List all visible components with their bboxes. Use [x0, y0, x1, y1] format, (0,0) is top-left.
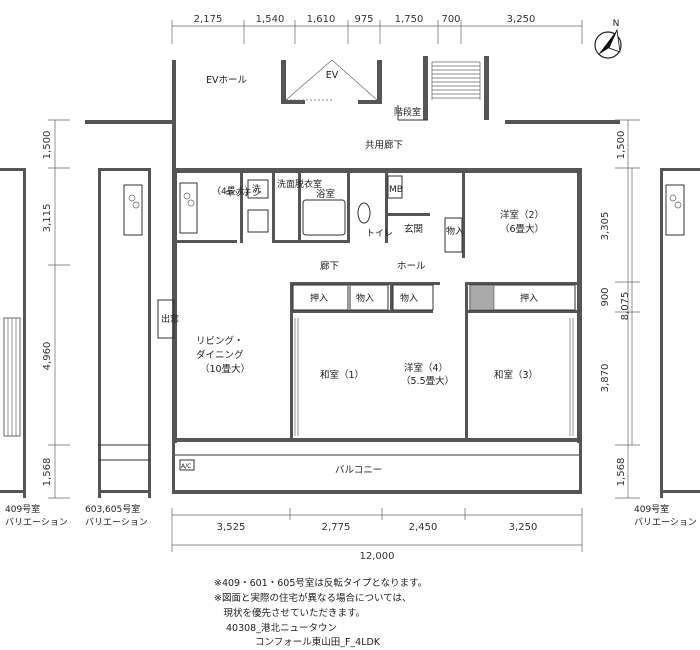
mb-label: MB	[389, 185, 403, 195]
washitsu3-label: 和室（3）	[494, 369, 538, 381]
variation-left-2	[98, 168, 151, 498]
storage-wr2-label: 物入	[446, 225, 464, 237]
washitsu1-label: 和室（1）	[320, 369, 364, 381]
bath-label: 浴室	[316, 188, 335, 200]
side-storage-label: 出窓	[161, 313, 179, 325]
mono1-label: 物入	[356, 292, 374, 304]
entrance-label: 玄関	[404, 223, 423, 235]
note-line-2: ※図面と実際の住宅が異なる場合については、	[214, 593, 412, 604]
variation-left2-sub: バリエーション	[85, 517, 148, 528]
living-label-1: リビング・	[196, 335, 244, 347]
common-corridor-label: 共用廊下	[365, 139, 403, 151]
dim-left-2: 3,115	[42, 204, 53, 233]
ev-area: EVホール EV 階段室	[206, 56, 489, 121]
footer-line-2: コンフォール東山田_F_4LDK	[255, 637, 381, 648]
ev-hall-label: EVホール	[206, 75, 248, 86]
kitchen-label: キッチン	[225, 188, 261, 199]
variation-left-1	[0, 168, 26, 498]
stairs-label: 階段室	[394, 106, 421, 118]
compass-label: N	[613, 19, 620, 29]
western4-size: （5.5畳大）	[401, 375, 454, 387]
living-size: （10畳大）	[200, 363, 250, 375]
note-line-3: 現状を優先させていただきます。	[214, 608, 366, 619]
note-line-1: ※409・601・605号室は反転タイプとなります。	[214, 578, 428, 589]
western2-size: （6畳大）	[500, 223, 544, 235]
dim-top-3: 1,610	[307, 14, 336, 25]
variation-right1-title: 409号室	[634, 503, 669, 515]
dim-right-4: 3,870	[600, 364, 611, 393]
oshiire3-label: 押入	[520, 292, 538, 304]
stairs-icon	[431, 61, 481, 100]
balcony: A/C バルコニー	[172, 442, 582, 494]
compass-icon: N	[594, 19, 622, 59]
wash-label: 洗	[252, 183, 261, 195]
dim-top-2: 1,540	[256, 14, 285, 25]
footer-line-1: 40308_港北ニュータウン	[226, 623, 337, 634]
left-dimension-line: 1,500 3,115 4,960 1,568	[42, 119, 70, 499]
hall-corridor-label: 廊下	[320, 260, 339, 272]
dim-top-7: 3,250	[507, 14, 536, 25]
right-dimension-line: 1,500 3,305 900 3,870 1,568 8,075	[600, 119, 640, 499]
dim-top-4: 975	[354, 14, 373, 25]
dim-right-5: 1,568	[616, 458, 627, 487]
bottom-dimension-line: 3,525 2,775 2,450 3,250 12,000	[171, 508, 583, 562]
dim-bottom-2: 2,775	[322, 522, 351, 533]
dim-right-1: 1,500	[616, 131, 627, 160]
western4-label: 洋室（4）	[404, 362, 448, 374]
variation-right1-sub: バリエーション	[634, 517, 697, 528]
dim-right-2: 3,305	[600, 212, 611, 241]
dim-left-4: 1,568	[42, 458, 53, 487]
western2-label: 洋室（2）	[500, 209, 544, 221]
dim-top-5: 1,750	[395, 14, 424, 25]
living-label-2: ダイニング	[196, 349, 244, 361]
variation-right-1	[660, 168, 700, 498]
variation-left1-sub: バリエーション	[5, 517, 68, 528]
mono2-label: 物入	[400, 292, 418, 304]
dim-left-1: 1,500	[42, 131, 53, 160]
dim-top-6: 700	[441, 14, 460, 25]
kitchen-size: （4畳大）	[212, 185, 254, 197]
dim-bottom-1: 3,525	[217, 522, 246, 533]
dressing-label: 洗面脱衣室	[277, 178, 322, 190]
dim-top-1: 2,175	[194, 14, 223, 25]
ev-label: EV	[326, 70, 339, 81]
balcony-label: バルコニー	[335, 465, 382, 476]
top-dimension-line: 2,175 1,540 1,610 975 1,750 700 3,250	[171, 14, 583, 44]
hall-label: ホール	[397, 261, 426, 272]
dim-bottom-3: 2,450	[409, 522, 438, 533]
dim-left-3: 4,960	[42, 342, 53, 371]
oshiire1-label: 押入	[310, 292, 328, 304]
ac-label: A/C	[181, 463, 191, 470]
dim-bottom-total: 12,000	[360, 551, 395, 562]
dim-right-3: 900	[600, 287, 611, 306]
kitchen-name: キッチン	[225, 188, 261, 199]
dim-right-total: 8,075	[620, 292, 631, 321]
toilet-label: トイレ	[366, 229, 393, 239]
variation-left2-title: 603,605号室	[85, 503, 140, 515]
dim-bottom-4: 3,250	[509, 522, 538, 533]
variation-left1-title: 409号室	[5, 503, 40, 515]
